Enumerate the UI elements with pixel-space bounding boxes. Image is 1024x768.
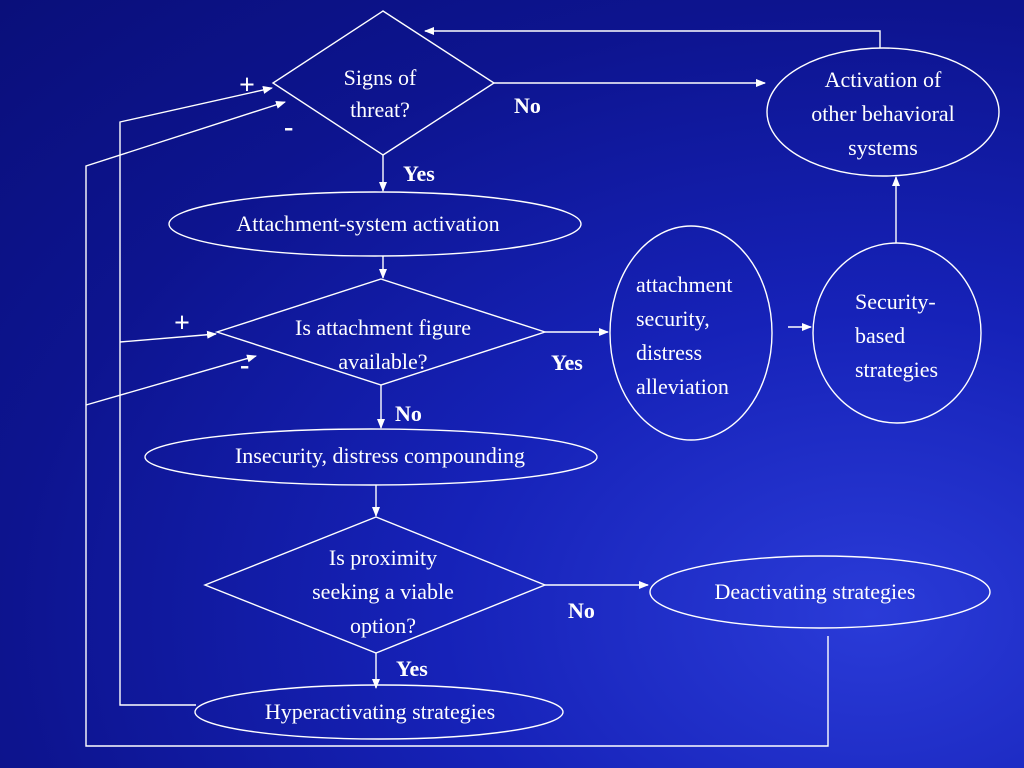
proximity-yes-label: Yes [396,656,428,681]
arrow-activation-feedback [424,27,881,48]
available-yes-label: Yes [551,350,583,375]
activation-other-ellipse [766,47,1000,177]
minus-sign-mid: - [240,350,250,381]
proximity-no-label: No [568,598,595,623]
minus-sign-top: - [284,112,294,143]
attachment-security-label: attachment security, distress alleviatio… [636,272,733,399]
activation-other-label: Activation of other behavioral systems [811,67,955,160]
plus-sign-top: + [239,70,255,101]
hyper-feedback-line [119,86,273,706]
hyperactivating-label: Hyperactivating strategies [264,699,496,724]
security-strategies-ellipse [812,242,982,424]
available-no-label: No [395,401,422,426]
threat-label: Signs of threat? [343,65,417,122]
security-strategies-label: Security- based strategies [855,289,939,382]
attachment-security-ellipse [609,225,773,441]
insecurity-ellipse [144,428,598,486]
plus-sign-mid: + [174,308,190,339]
attachment-activation-ellipse [168,191,582,257]
deactivating-label: Deactivating strategies [714,579,916,604]
deactivating-feedback-line [85,100,829,747]
availability-label: Is attachment figure available? [295,315,471,374]
attachment-activation-label: Attachment-system activation [236,211,500,236]
hyper-feedback-mid [119,330,217,343]
threat-no-label: No [514,93,541,118]
deactivating-ellipse [649,555,991,629]
deactivating-feedback-mid [85,354,257,406]
proximity-label: Is proximity seeking a viable option? [312,545,454,638]
threat-yes-label: Yes [403,161,435,186]
insecurity-label: Insecurity, distress compounding [234,443,526,468]
